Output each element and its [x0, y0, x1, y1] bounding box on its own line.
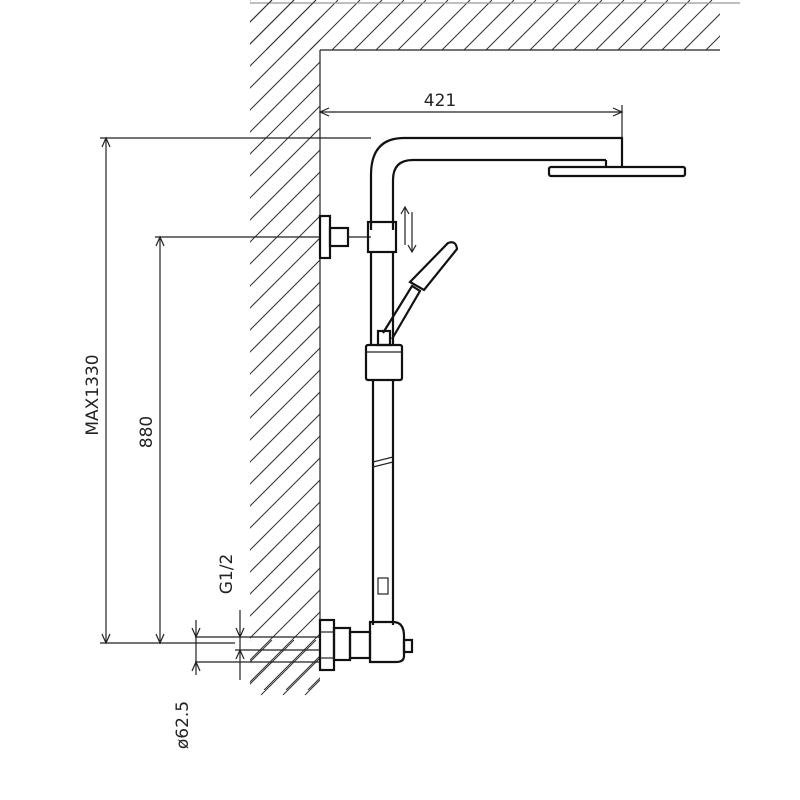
hatch-line [250, 435, 320, 507]
hatch-line [594, 0, 800, 690]
hatch-line [441, 0, 493, 50]
hatch-line [250, 567, 320, 639]
hatch-line [250, 523, 320, 595]
hatch-line [682, 0, 800, 690]
hatch-line [748, 0, 800, 690]
hatch-line [792, 0, 800, 690]
hatch-line [250, 545, 320, 617]
hatch-line [550, 0, 800, 690]
hatch-line [617, 0, 669, 50]
hatch-line [660, 0, 800, 690]
hatch-line [705, 35, 720, 50]
hatch-line [397, 0, 449, 50]
hatch-line [250, 640, 251, 641]
hatch-line [250, 0, 295, 45]
hatch-line [353, 0, 405, 50]
hatch-line [485, 0, 537, 50]
hatch-line [250, 0, 317, 67]
hatch-line [250, 347, 320, 419]
hatch-line [572, 0, 800, 690]
hatch-line [285, 655, 320, 690]
hatch-line [250, 303, 320, 375]
hatch-line [528, 0, 800, 690]
hatch-line [352, 0, 800, 690]
dim-g12-label: G1/2 [217, 554, 237, 595]
hatch-line [661, 0, 713, 50]
hatch-line [250, 611, 320, 683]
dim-g12: G1/2 [217, 554, 245, 680]
hatch-line [639, 0, 691, 50]
hatch-line [638, 0, 800, 690]
hatch-line [573, 0, 625, 50]
hatch-line [250, 83, 320, 155]
dim-421-label: 421 [424, 91, 456, 111]
hatch-line [304, 679, 320, 695]
hatch-line [250, 61, 320, 133]
hand-shower [382, 241, 459, 340]
hatch-line [250, 640, 295, 685]
hatch-line [728, 0, 778, 50]
mixer-valve [318, 618, 414, 672]
hatch-line [418, 0, 800, 690]
hatch-line [463, 0, 515, 50]
hatch-line [250, 171, 320, 243]
hatch-line [551, 0, 603, 50]
wall-hatch-lower [250, 640, 426, 695]
ceiling-hatch [250, 0, 800, 50]
riser-pipe [369, 252, 395, 625]
hatch-line [260, 640, 317, 695]
hand-shower-slider [364, 329, 404, 382]
hatch-line [327, 640, 382, 695]
dim-max1330-label: MAX1330 [83, 354, 103, 435]
inlet-pipe [195, 636, 320, 663]
dim-421: 421 [318, 91, 624, 138]
hatch-line [250, 0, 251, 1]
dim-880-label: 880 [137, 416, 157, 448]
hatch-line [263, 633, 320, 690]
hatch-line [462, 0, 800, 690]
hatch-line [419, 0, 471, 50]
hatch-line [349, 640, 404, 695]
up-down-arrows-icon [400, 205, 417, 254]
hatch-line [250, 39, 320, 111]
rain-shower-head [547, 165, 687, 178]
dim-880: 880 [137, 235, 320, 645]
hatch-line [250, 105, 320, 177]
hatch-line [507, 0, 559, 50]
dim-max1330: MAX1330 [83, 136, 371, 645]
hatch-line [371, 640, 426, 695]
hatch-line [683, 13, 720, 50]
dim-flange-diameter: ø62.5 [173, 620, 201, 749]
hatch-line [529, 0, 581, 50]
hatch-line [250, 640, 273, 663]
hatch-line [506, 0, 800, 690]
hatch-line [726, 0, 800, 690]
hatch-line [282, 657, 320, 695]
hatch-line [250, 259, 320, 331]
hatch-line [331, 0, 383, 50]
hatch-line [484, 0, 800, 690]
hatch-line [250, 17, 320, 89]
hatch-line [770, 0, 800, 690]
wall-bracket [318, 214, 398, 260]
dim-flange-diameter-label: ø62.5 [173, 701, 193, 749]
hatch-line [250, 589, 320, 661]
hatch-line [250, 0, 251, 1]
hatch-line [250, 281, 320, 353]
hatch-line [250, 369, 320, 441]
hatch-line [750, 0, 800, 50]
hatch-line [250, 325, 320, 397]
hatch-line [375, 0, 427, 50]
hatch-line [704, 0, 800, 690]
hatch-line [396, 0, 800, 690]
shower-arm [369, 136, 624, 230]
wall-hatch [250, 0, 800, 690]
hatch-line [616, 0, 800, 690]
hatch-line [595, 0, 647, 50]
hatch-line [440, 0, 800, 690]
